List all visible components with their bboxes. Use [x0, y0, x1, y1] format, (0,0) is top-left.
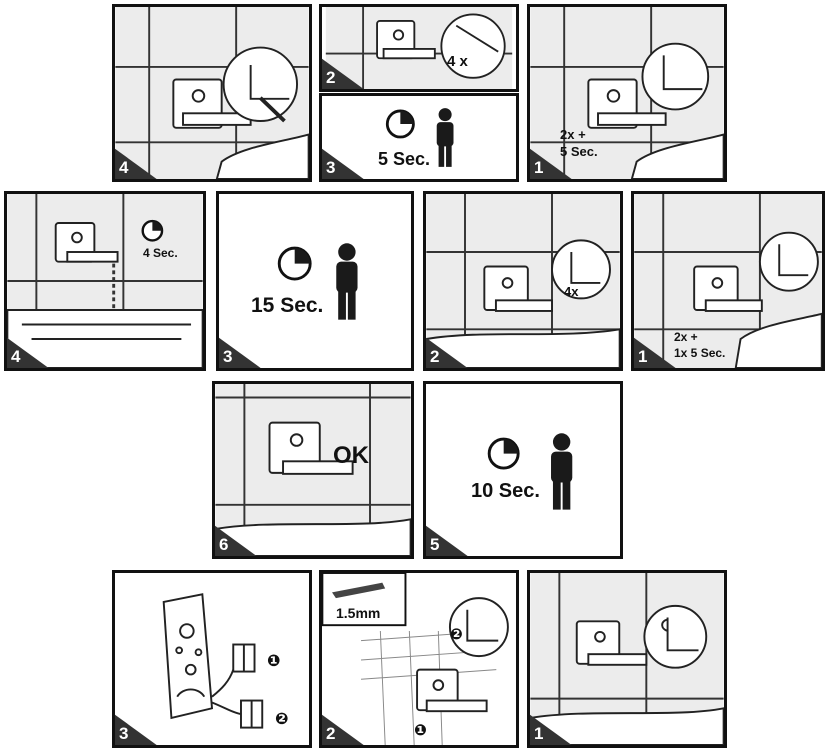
person-icon — [439, 108, 452, 121]
step-panel-r2-1: 2x + 1x 5 Sec. 1 — [631, 191, 825, 371]
step-number: 3 — [119, 724, 128, 744]
flow-duration-label: 4 Sec. — [143, 246, 178, 260]
press-sequence-label-top: 2x + — [674, 330, 698, 344]
step-panel-r1-1: 2x + 5 Sec. 1 — [527, 4, 727, 182]
connector-marker-1: ❶ — [267, 651, 281, 671]
step-panel-r1-4: 4 — [112, 4, 312, 182]
step-panel-r1-2: 4 x 2 — [319, 4, 519, 92]
step-panel-r4-3: ❶ ❷ 3 — [112, 570, 312, 748]
step-number: 2 — [326, 68, 335, 88]
step-panel-r2-2: 4x 2 — [423, 191, 623, 371]
faucet-press-illustration — [322, 7, 516, 89]
wait-duration-label: 10 Sec. — [471, 480, 540, 503]
hex-key-size-label: 1.5mm — [336, 605, 380, 621]
step-number: 3 — [326, 158, 335, 178]
step-panel-r3-6: OK 6 — [212, 381, 414, 559]
step-number: 5 — [430, 535, 439, 555]
wait-duration-label: 15 Sec. — [251, 294, 323, 318]
step-number: 1 — [638, 347, 647, 367]
faucet-mount-illustration — [530, 573, 724, 745]
press-sequence-label-bottom: 1x 5 Sec. — [674, 346, 725, 360]
faucet-ok-illustration — [215, 384, 411, 556]
faucet-press-illustration — [426, 194, 620, 368]
press-sequence-label-top: 2x + — [560, 127, 586, 142]
status-ok-label: OK — [333, 442, 369, 470]
wait-duration-label: 5 Sec. — [378, 149, 430, 170]
step-number: 2 — [430, 347, 439, 367]
connector-marker-2: ❷ — [450, 625, 463, 643]
step-number: 1 — [534, 158, 543, 178]
connector-marker-1: ❶ — [414, 721, 427, 739]
person-icon — [338, 243, 355, 260]
step-number: 4 — [119, 158, 128, 178]
faucet-tile-illustration — [634, 194, 822, 368]
connector-marker-2: ❷ — [275, 709, 289, 729]
step-number: 3 — [223, 347, 232, 367]
step-number: 6 — [219, 535, 228, 555]
step-panel-r4-1: 1 — [527, 570, 727, 748]
press-count-label: 4x — [564, 284, 578, 299]
press-count-label: 4 x — [447, 53, 468, 70]
step-panel-r1-3: 5 Sec. 3 — [319, 93, 519, 182]
wait-timer-illustration — [426, 384, 620, 556]
step-panel-r4-2: 1.5mm ❷ ❶ 2 — [319, 570, 519, 748]
step-panel-r3-5: 10 Sec. 5 — [423, 381, 623, 559]
step-number: 1 — [534, 724, 543, 744]
step-panel-r2-4: 4 Sec. 4 — [4, 191, 206, 371]
step-number: 2 — [326, 724, 335, 744]
person-icon — [553, 433, 570, 450]
hex-key-install-illustration — [322, 573, 516, 745]
faucet-tile-illustration — [115, 7, 309, 179]
press-sequence-label-bottom: 5 Sec. — [560, 144, 598, 159]
step-panel-r2-3: 15 Sec. 3 — [216, 191, 414, 371]
step-number: 4 — [11, 347, 20, 367]
wait-timer-illustration — [219, 194, 411, 368]
faucet-water-flow-illustration — [7, 194, 203, 368]
